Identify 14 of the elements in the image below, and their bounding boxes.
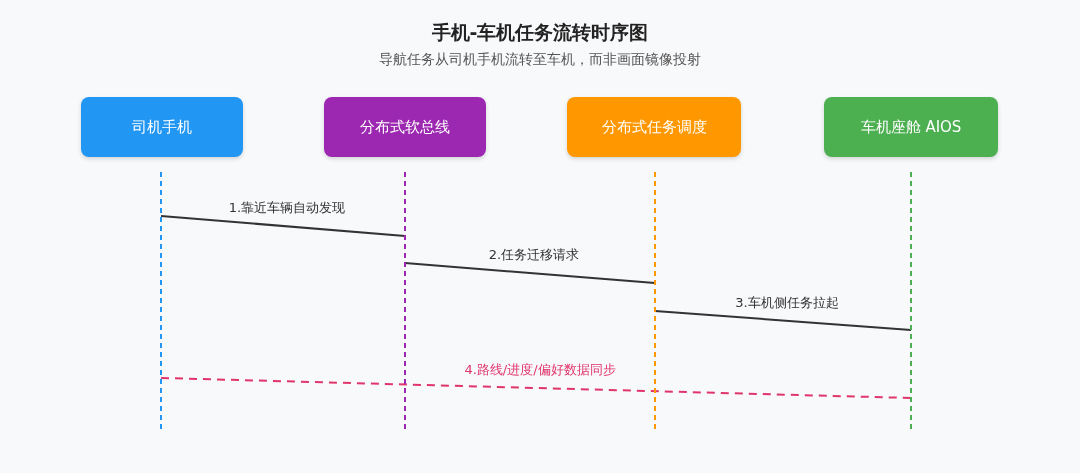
participant-box: 分布式任务调度	[567, 97, 741, 157]
subtitle: 导航任务从司机手机流转至车机，而非画面镜像投射	[378, 51, 702, 69]
participant-box: 车机座舱 AIOS	[824, 97, 998, 157]
message-line	[160, 377, 912, 399]
lifeline	[654, 172, 656, 432]
lifeline	[404, 172, 406, 432]
lifeline	[910, 172, 912, 432]
lifeline	[160, 172, 162, 432]
participant-box: 司机手机	[81, 97, 243, 157]
message-line	[160, 215, 406, 237]
message-line	[654, 310, 912, 331]
message-line	[404, 262, 656, 284]
participant-box: 分布式软总线	[324, 97, 486, 157]
title: 手机-车机任务流转时序图	[430, 20, 650, 45]
